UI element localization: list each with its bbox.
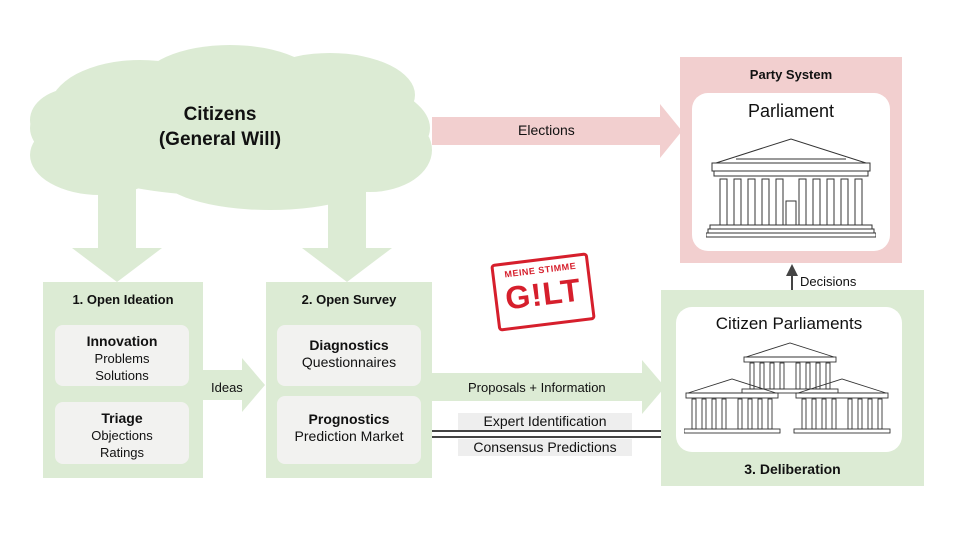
citizen-parliaments-buildings-icon [684,342,891,434]
innovation-title: Innovation [86,333,158,349]
triage-title: Triage [101,410,143,426]
diagnostics-questionnaires: Questionnaires [301,354,397,370]
innovation-solutions: Solutions [95,368,149,383]
triage-card: Triage Objections Ratings [55,402,189,464]
arrow-citizens-to-survey [302,180,392,282]
diagnostics-title: Diagnostics [309,337,389,353]
parliament-building-icon [706,138,876,238]
citizen-parliaments-card: Citizen Parliaments [676,307,902,452]
party-system-title: Party System [749,67,833,82]
parliament-label: Parliament [747,101,835,121]
citizens-title: Citizens [183,104,257,125]
prognostics-prediction-market: Prediction Market [294,428,404,444]
party-system-panel: Party System Parliament [680,57,902,263]
proposals-label: Proposals + Information [468,380,606,395]
diagnostics-card: Diagnostics Questionnaires [277,325,421,386]
deliberation-panel: Citizen Parliaments [661,290,924,486]
ideas-label: Ideas [211,380,243,395]
consensus-predictions-label: Consensus Predictions [458,439,632,456]
triage-objections: Objections [91,428,153,443]
innovation-problems: Problems [94,351,150,366]
citizens-label: Citizens (General Will) [130,102,310,152]
proposals-arrow [432,360,665,414]
prognostics-card: Prognostics Prediction Market [277,396,421,464]
open-survey-title: 2. Open Survey [301,292,397,307]
ideas-arrow [202,358,265,412]
parliament-card: Parliament [692,93,890,251]
innovation-card: Innovation Problems Solutions [55,325,189,386]
expert-identification-label: Expert Identification [458,413,632,430]
open-ideation-title: 1. Open Ideation [72,292,174,307]
citizens-subtitle: (General Will) [158,129,282,150]
prognostics-title: Prognostics [308,411,390,427]
elections-label: Elections [518,122,575,138]
citizens-cloud [30,45,432,210]
citizen-parliaments-label: Citizen Parliaments [715,314,863,333]
deliberation-title: 3. Deliberation [744,461,841,477]
triage-ratings: Ratings [99,445,145,460]
arrow-citizens-to-ideation [72,180,162,282]
meine-stimme-gilt-stamp: MEINE STIMME G!LT [490,252,596,332]
decisions-label: Decisions [800,274,857,289]
open-survey-panel: 2. Open Survey Diagnostics Questionnaire… [266,282,432,478]
elections-arrow [432,104,682,158]
open-ideation-panel: 1. Open Ideation Innovation Problems Sol… [43,282,203,478]
